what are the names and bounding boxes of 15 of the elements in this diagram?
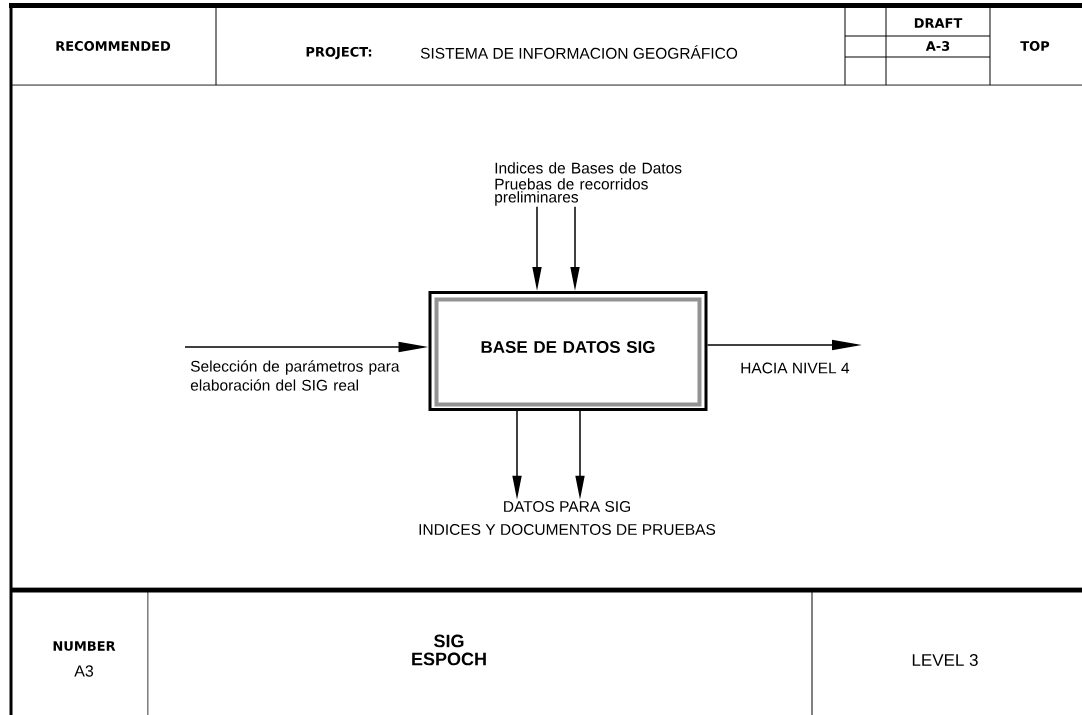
header-label: DRAFT [914,18,963,28]
edge-label: HACIA NIVEL 4 [741,362,850,374]
header-label: RECOMMENDED [56,41,171,51]
edge-label: Selección de parámetros para elaboración del SIG real [190,360,400,391]
project-title: SISTEMA DE INFORMACION GEOGRÁFICO [420,45,738,59]
header-label: PROJECT: [306,46,372,60]
process-box: BASE DE DATOS SIG [428,291,708,411]
output-label: DATOS PARA SIG INDICES Y DOCUMENTOS DE PRUEBAS [419,501,716,535]
level-label: LEVEL 3 [912,653,978,666]
header-label: TOP [1020,41,1050,51]
footer-label: NUMBER [53,641,116,651]
sheet-number: A3 [74,665,94,677]
footer-text: SIG ESPOCH [412,634,486,666]
sheet-code: A-3 [925,41,950,51]
input-label: Indices de Bases de Datos Pruebas de recorridos preliminares [495,162,682,206]
